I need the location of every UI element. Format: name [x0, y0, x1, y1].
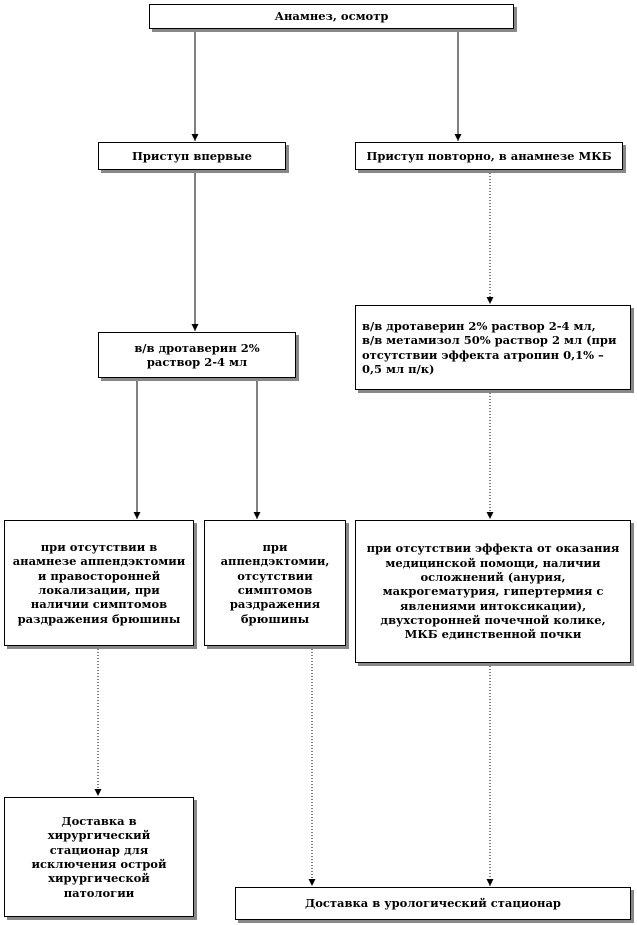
node-anamnesis-label: Анамнез, осмотр: [274, 9, 389, 24]
node-no-appendectomy: при отсутствии в анамнезе аппендэктомии …: [4, 520, 194, 646]
node-anamnesis: Анамнез, осмотр: [149, 4, 514, 29]
node-no-effect: при отсутствии эффекта от оказания медиц…: [355, 520, 631, 663]
node-drotaverine-first: в/в дротаверин 2% раствор 2-4 мл: [98, 332, 296, 378]
node-after-appendectomy-label: при аппендэктомии, отсутствии симптомов …: [220, 539, 330, 626]
node-drotaverine-repeat-label: в/в дротаверин 2% раствор 2-4 мл, в/в ме…: [362, 318, 617, 376]
node-drotaverine-first-label: в/в дротаверин 2% раствор 2-4 мл: [134, 340, 260, 369]
node-surgical-delivery: Доставка в хирургический стационар для и…: [4, 797, 194, 917]
node-surgical-delivery-label: Доставка в хирургический стационар для и…: [31, 813, 167, 900]
node-no-effect-label: при отсутствии эффекта от оказания медиц…: [366, 541, 620, 642]
node-drotaverine-repeat: в/в дротаверин 2% раствор 2-4 мл, в/в ме…: [355, 305, 631, 390]
node-first-attack: Приступ впервые: [98, 142, 286, 170]
node-repeat-attack-label: Приступ повторно, в анамнезе МКБ: [366, 148, 612, 163]
node-urology-delivery-label: Доставка в урологический стационар: [305, 896, 561, 911]
node-repeat-attack: Приступ повторно, в анамнезе МКБ: [355, 142, 623, 170]
node-first-attack-label: Приступ впервые: [132, 148, 252, 163]
node-no-appendectomy-label: при отсутствии в анамнезе аппендэктомии …: [12, 539, 186, 626]
node-urology-delivery: Доставка в урологический стационар: [235, 887, 631, 920]
node-after-appendectomy: при аппендэктомии, отсутствии симптомов …: [204, 520, 346, 646]
